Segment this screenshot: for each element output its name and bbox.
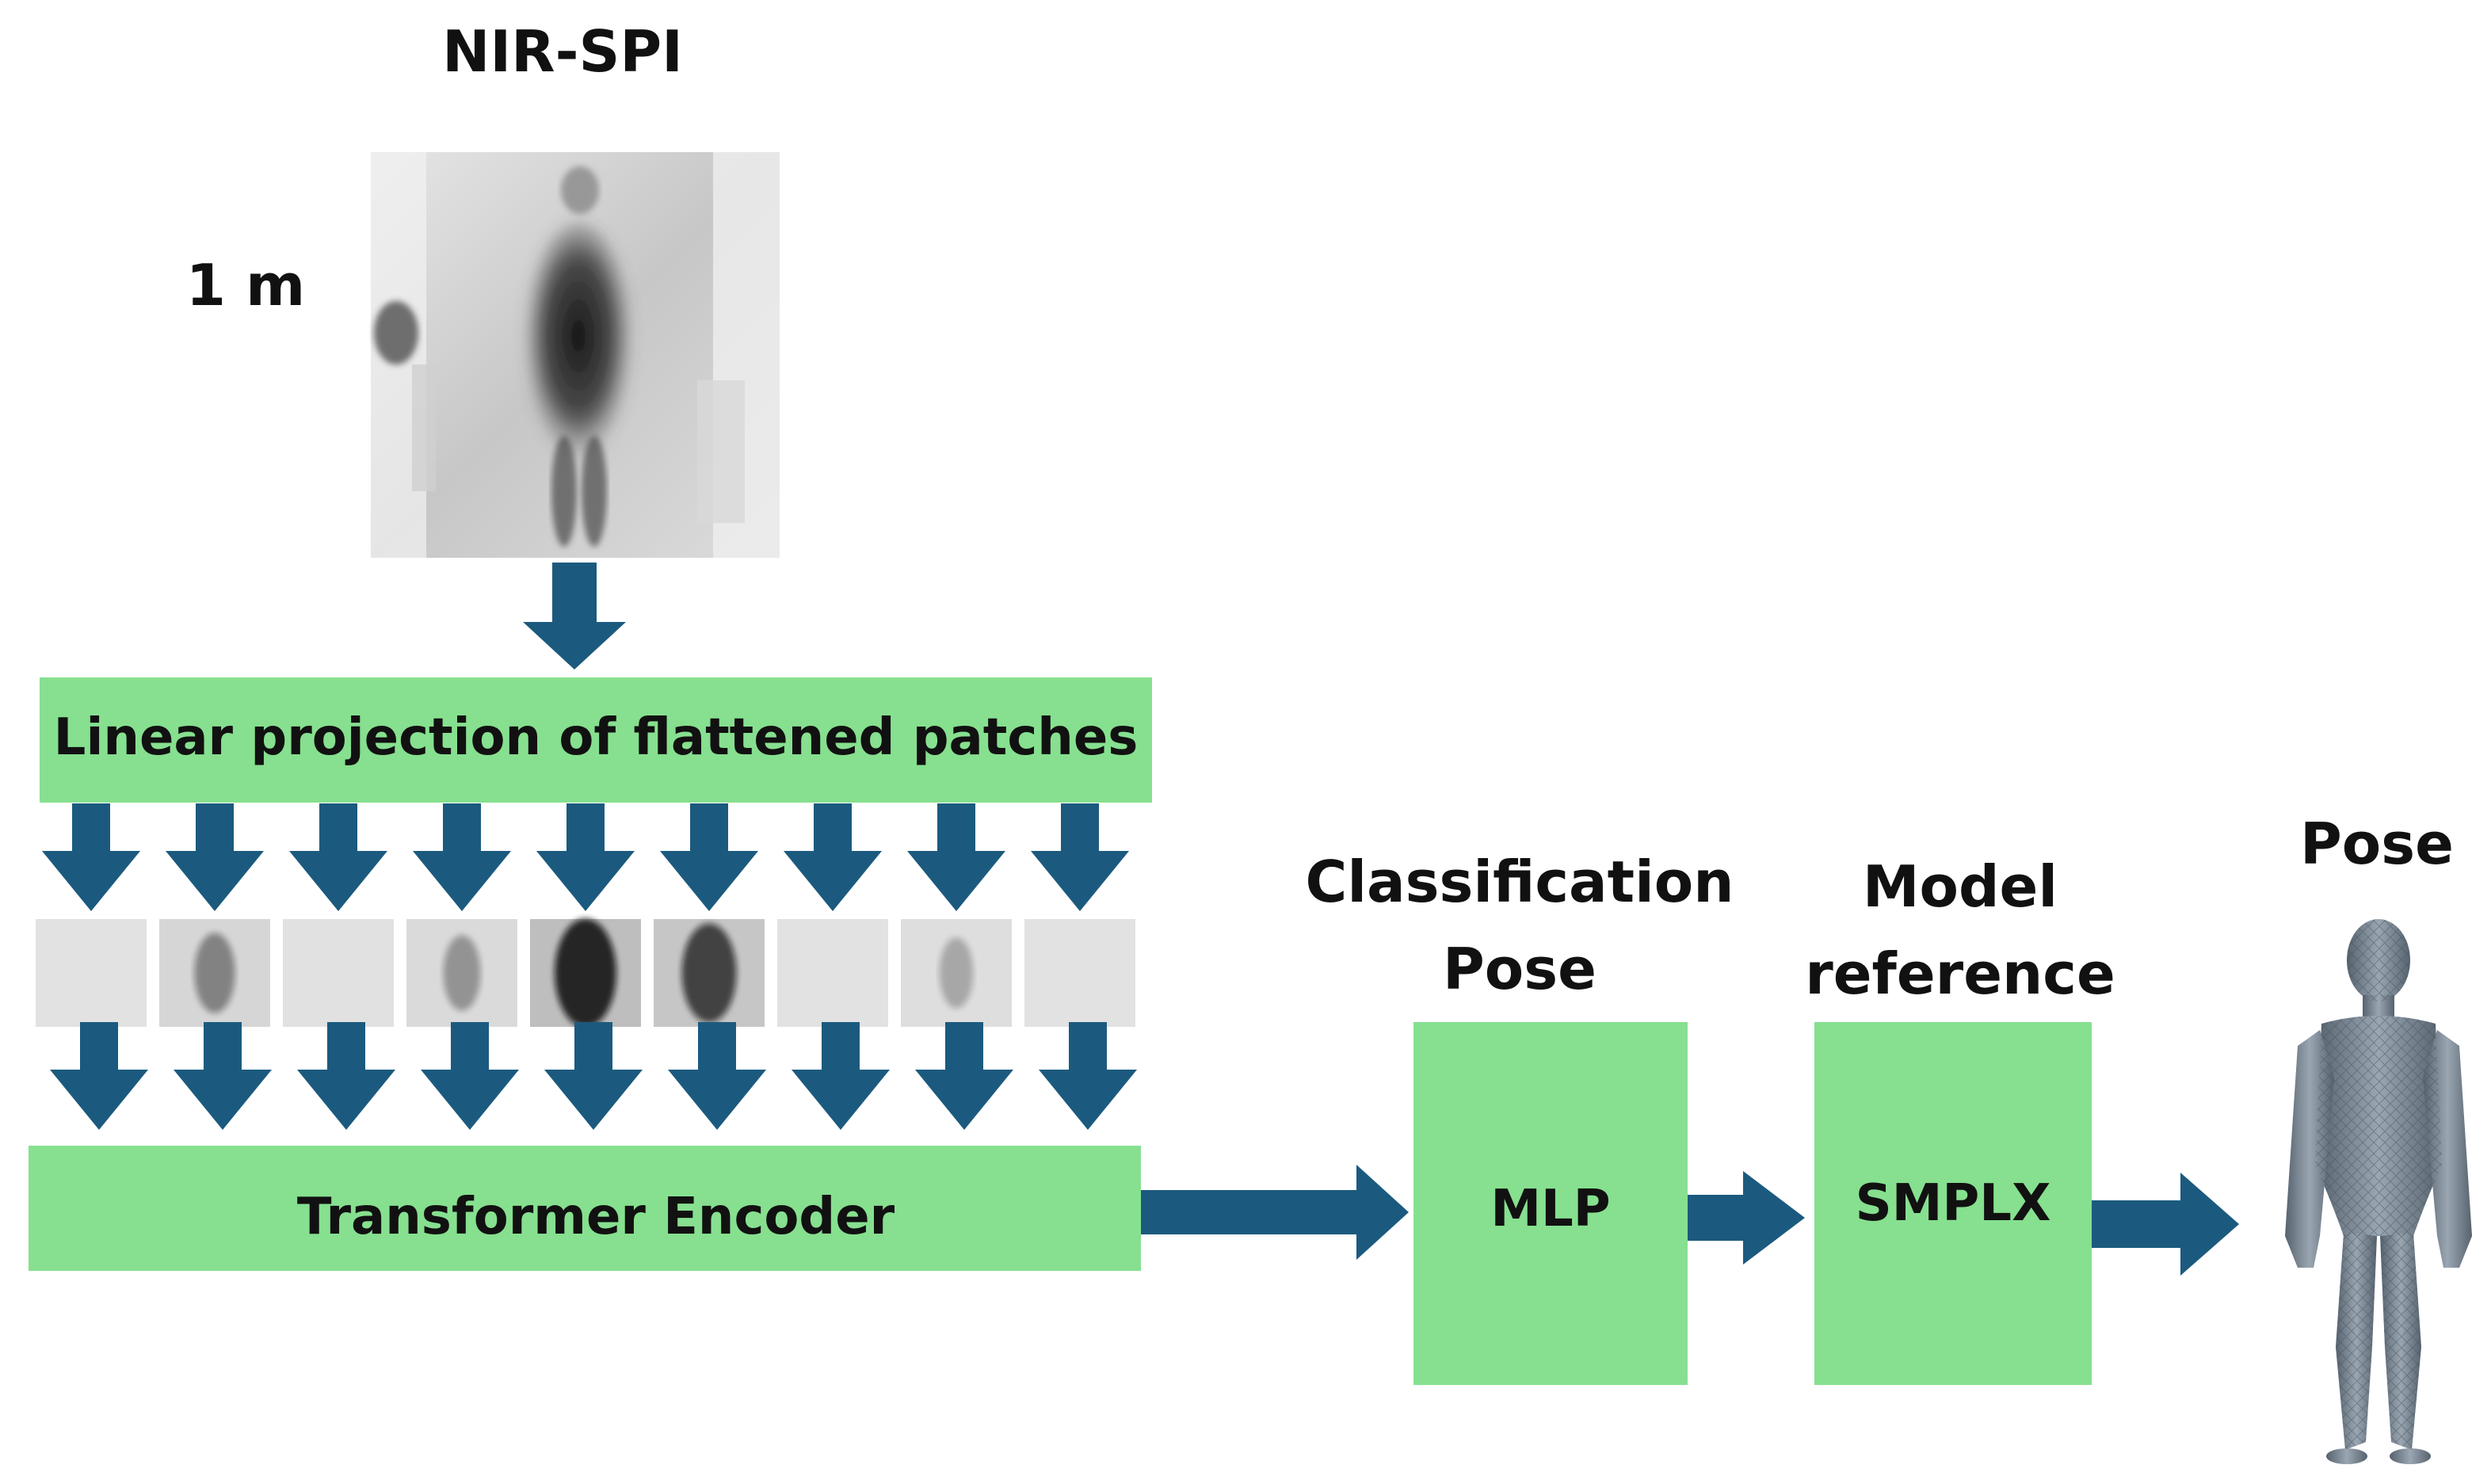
model-reference-heading: reference [1805, 940, 2115, 1007]
image-patch [777, 919, 888, 1027]
image-patch [283, 919, 394, 1027]
down-arrow-icon [544, 1022, 643, 1130]
down-arrow-icon [660, 803, 758, 911]
down-arrow-icon [166, 803, 264, 911]
mlp-label: MLP [1490, 1180, 1610, 1238]
nir-spi-title: NIR-SPI [442, 18, 683, 85]
mlp-block: MLP [1413, 1022, 1688, 1385]
classification-heading: Classification [1306, 849, 1734, 915]
down-arrow-icon [792, 1022, 890, 1130]
down-arrow-icon [1039, 1022, 1137, 1130]
down-arrow-icon [421, 1022, 519, 1130]
down-arrow-icon [50, 1022, 148, 1130]
smplx-label: SMPLX [1856, 1174, 2051, 1233]
linear-projection-block: Linear projection of flattened patches [40, 677, 1152, 803]
classification-pose-heading: Pose [1443, 936, 1596, 1002]
down-arrow-icon [174, 1022, 272, 1130]
human-mesh-icon [2285, 919, 2472, 1464]
down-arrow-icon [907, 803, 1005, 911]
smplx-block: SMPLX [1814, 1022, 2092, 1385]
down-arrow-icon [42, 803, 140, 911]
down-arrow-icon [523, 563, 626, 670]
model-heading: Model [1863, 853, 2058, 920]
linear-projection-label: Linear projection of flattened patches [54, 708, 1139, 767]
image-patch [36, 919, 147, 1027]
nir-spi-image [371, 152, 780, 558]
transformer-encoder-block: Transformer Encoder [29, 1146, 1141, 1271]
right-arrow-icon [2092, 1173, 2239, 1276]
right-arrow-icon [1141, 1165, 1409, 1260]
image-patch [1024, 919, 1135, 1027]
down-arrow-icon [668, 1022, 766, 1130]
image-patch [654, 919, 765, 1027]
distance-label: 1 m [186, 252, 305, 319]
arrow-row-bottom [50, 1022, 1137, 1130]
down-arrow-icon [915, 1022, 1013, 1130]
right-arrow-icon [1688, 1171, 1805, 1265]
down-arrow-icon [413, 803, 511, 911]
down-arrow-icon [1031, 803, 1129, 911]
down-arrow-icon [536, 803, 635, 911]
image-patch [901, 919, 1012, 1027]
output-pose-heading: Pose [2300, 811, 2454, 877]
patch-row [36, 918, 1135, 1028]
image-patch [530, 918, 641, 1028]
down-arrow-icon [289, 803, 387, 911]
image-patch [406, 919, 517, 1027]
image-patch [159, 919, 270, 1027]
arrow-row-top [42, 803, 1129, 911]
down-arrow-icon [784, 803, 882, 911]
transformer-encoder-label: Transformer Encoder [297, 1188, 895, 1246]
down-arrow-icon [297, 1022, 395, 1130]
